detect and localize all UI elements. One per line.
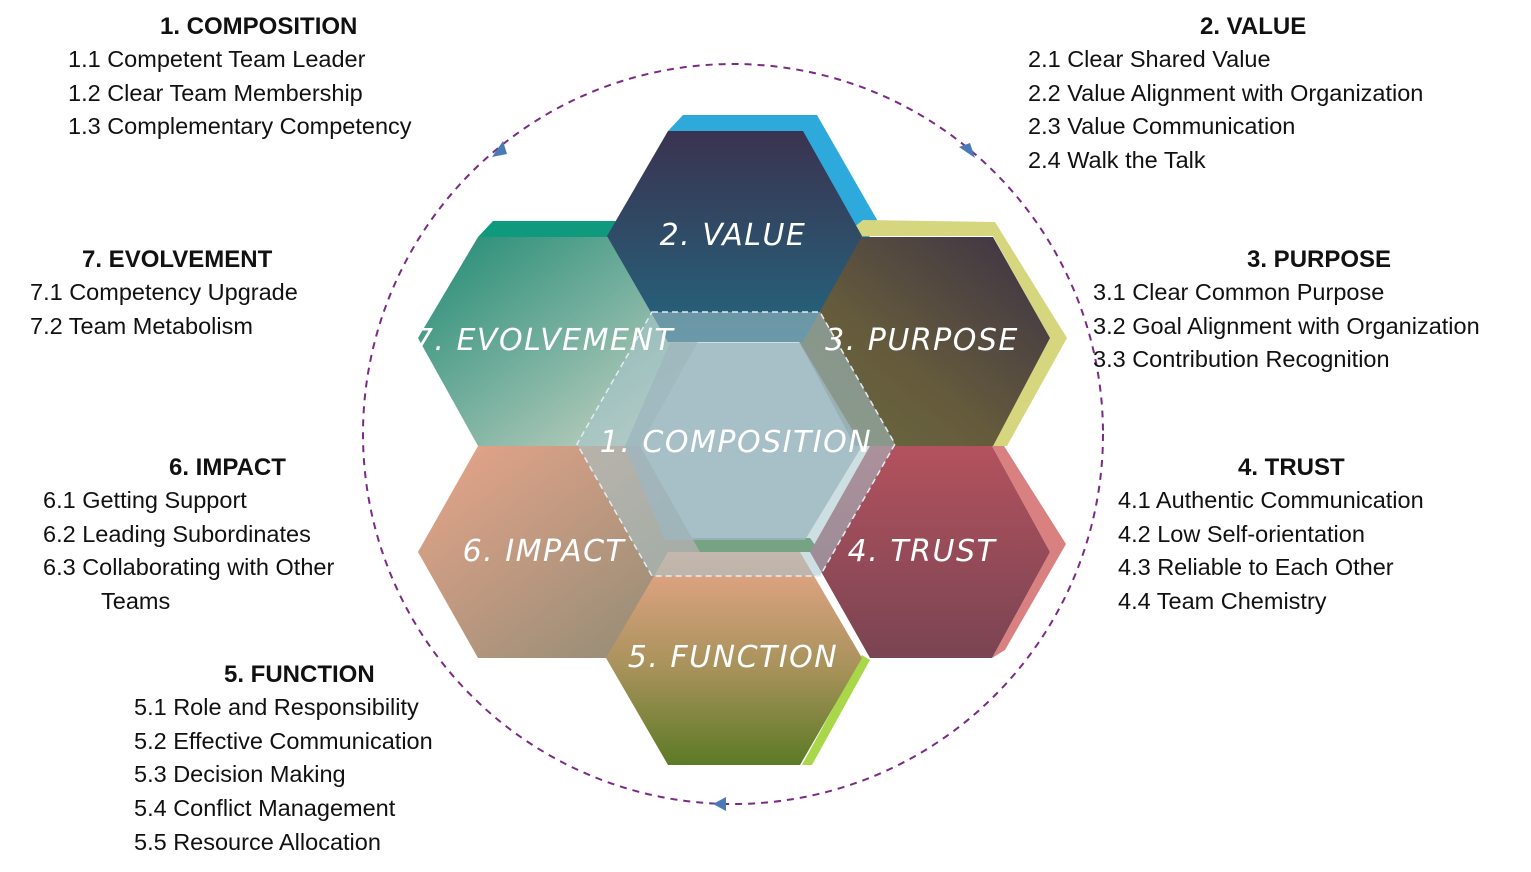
hex-label-impact: 6. IMPACT bbox=[463, 534, 627, 569]
list-item: 2.1 Clear Shared Value bbox=[1028, 46, 1271, 72]
arrow-head-icon bbox=[959, 143, 975, 158]
hex-evolvement-side bbox=[478, 221, 640, 237]
group-heading: 5. FUNCTION bbox=[224, 661, 375, 688]
hex-label-trust: 4. TRUST bbox=[848, 534, 998, 569]
list-item: 3.3 Contribution Recognition bbox=[1093, 346, 1390, 373]
list-item: 7.2 Team Metabolism bbox=[30, 312, 253, 339]
list-item: 2.2 Value Alignment with Organization bbox=[1028, 79, 1424, 106]
list-item: 4.3 Reliable to Each Other bbox=[1118, 554, 1394, 581]
list-item: 7.1 Competency Upgrade bbox=[30, 279, 298, 305]
hex-trust-side bbox=[992, 446, 1066, 658]
list-item: 2.4 Walk the Talk bbox=[1028, 147, 1206, 174]
hex-trust[interactable] bbox=[810, 446, 1050, 658]
group-composition: 1. COMPOSITION 1.1 Competent Team Leader… bbox=[68, 10, 412, 144]
group-function: 5. FUNCTION 5.1 Role and Responsibility … bbox=[134, 658, 433, 860]
group-heading: 3. PURPOSE bbox=[1247, 246, 1392, 273]
list-item: 6.3 Collaborating with Other bbox=[43, 554, 335, 581]
group-purpose: 3. PURPOSE 3.1 Clear Common Purpose 3.2 … bbox=[1093, 243, 1480, 377]
hex-label-function: 5. FUNCTION bbox=[628, 640, 839, 675]
hex-function-side bbox=[802, 655, 870, 765]
group-value: 2. VALUE 2.1 Clear Shared Value 2.2 Valu… bbox=[1028, 10, 1423, 178]
group-heading: 7. EVOLVEMENT bbox=[82, 246, 273, 273]
list-item: Teams bbox=[101, 588, 171, 615]
list-item: 5.2 Effective Communication bbox=[134, 727, 433, 754]
list-item: 3.2 Goal Alignment with Organization bbox=[1093, 312, 1480, 339]
list-item: 5.1 Role and Responsibility bbox=[134, 694, 419, 720]
list-item: 3.1 Clear Common Purpose bbox=[1093, 279, 1385, 305]
group-trust: 4. TRUST 4.1 Authentic Communication 4.2… bbox=[1118, 451, 1424, 619]
list-item: 2.3 Value Communication bbox=[1028, 113, 1296, 140]
list-item: 5.5 Resource Allocation bbox=[134, 828, 381, 855]
list-item: 1.1 Competent Team Leader bbox=[68, 46, 366, 72]
cycle-arrow bbox=[362, 63, 1104, 805]
list-item: 5.3 Decision Making bbox=[134, 761, 346, 788]
arrow-head-icon bbox=[713, 797, 726, 811]
hex-label-purpose: 3. PURPOSE bbox=[825, 323, 1019, 358]
list-item: 5.4 Conflict Management bbox=[134, 795, 396, 822]
hex-label-composition: 1. COMPOSITION bbox=[600, 425, 872, 460]
hex-value[interactable] bbox=[607, 131, 862, 342]
hex-purpose-side bbox=[992, 338, 1067, 446]
hex-label-evolvement: 7. EVOLVEMENT bbox=[414, 323, 676, 358]
hex-label-value: 2. VALUE bbox=[660, 218, 807, 253]
list-item: 1.2 Clear Team Membership bbox=[68, 79, 363, 106]
list-item: 4.1 Authentic Communication bbox=[1118, 487, 1424, 513]
group-heading: 1. COMPOSITION bbox=[160, 13, 358, 40]
hex-purpose-side bbox=[843, 220, 1067, 338]
hex-function[interactable] bbox=[606, 552, 862, 765]
arrow-head-icon bbox=[492, 141, 507, 157]
list-item: 6.1 Getting Support bbox=[43, 487, 247, 513]
group-heading: 4. TRUST bbox=[1238, 454, 1345, 481]
hex-composition-core bbox=[625, 343, 862, 540]
group-evolvement: 7. EVOLVEMENT 7.1 Competency Upgrade 7.2… bbox=[30, 243, 298, 343]
list-item: 6.2 Leading Subordinates bbox=[43, 520, 311, 547]
group-heading: 2. VALUE bbox=[1200, 13, 1307, 40]
list-item: 4.4 Team Chemistry bbox=[1118, 588, 1327, 615]
list-item: 4.2 Low Self-orientation bbox=[1118, 520, 1365, 547]
group-impact: 6. IMPACT 6.1 Getting Support 6.2 Leadin… bbox=[43, 451, 334, 619]
group-heading: 6. IMPACT bbox=[169, 454, 286, 481]
list-item: 1.3 Complementary Competency bbox=[68, 113, 412, 140]
